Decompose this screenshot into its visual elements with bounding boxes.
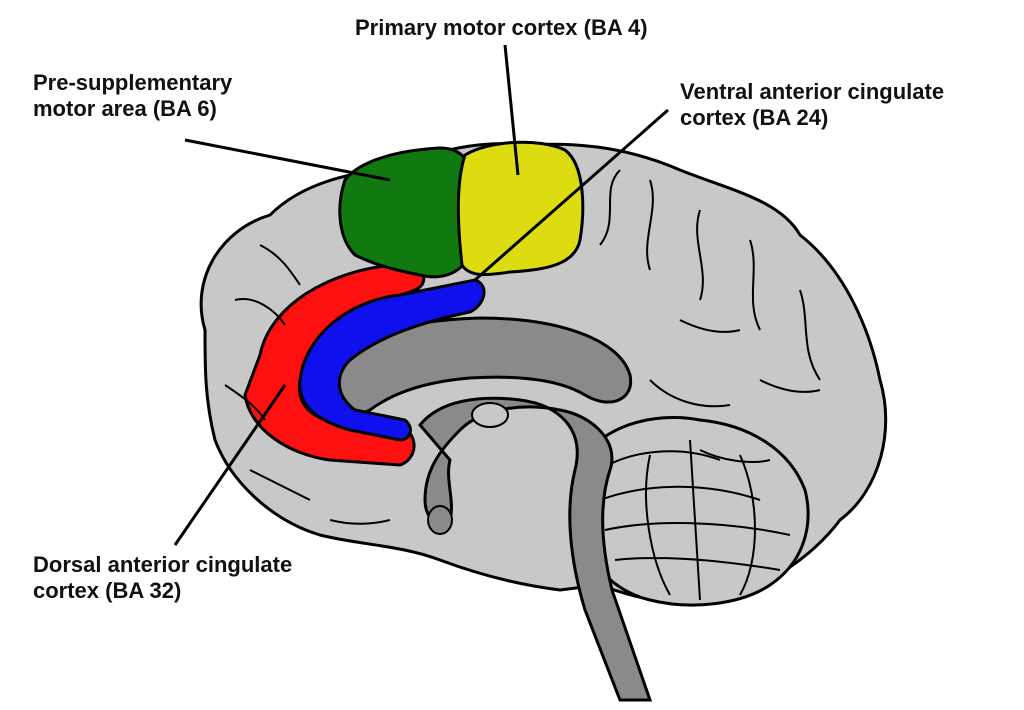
cerebellum (578, 415, 810, 607)
leader-primary-motor (503, 44, 520, 176)
brainstem (418, 396, 653, 702)
pre-sma-region (338, 146, 475, 279)
leader-pre-sma (184, 138, 391, 182)
cortex-sulci (224, 169, 821, 525)
dorsal-acc-label-line-2: cortex (BA 32) (33, 578, 182, 603)
dorsal-acc-label: Dorsal anterior cingulate cortex (BA 32) (33, 552, 292, 604)
primary-motor-label: Primary motor cortex (BA 4) (355, 15, 648, 40)
corpus-callosum (328, 316, 633, 416)
pre-sma-label-line-2: motor area (BA 6) (33, 96, 217, 121)
ventral-acc-region (298, 278, 486, 442)
ventral-acc-label: Ventral anterior cingulate cortex (BA 24… (680, 79, 944, 131)
pituitary (427, 505, 453, 535)
leader-ventral-acc (474, 108, 669, 282)
pre-sma-label: Pre-supplementary motor area (BA 6) (33, 70, 232, 122)
pre-sma-label-line-1: Pre-supplementary (33, 70, 233, 95)
leader-dorsal-acc (173, 384, 287, 546)
thalamus (471, 402, 509, 428)
dorsal-acc-label-line-1: Dorsal anterior cingulate (33, 552, 293, 577)
ventral-acc-label-line-2: cortex (BA 24) (680, 105, 829, 130)
ventral-acc-label-line-1: Ventral anterior cingulate (680, 79, 945, 104)
primary-motor-region (456, 140, 585, 277)
